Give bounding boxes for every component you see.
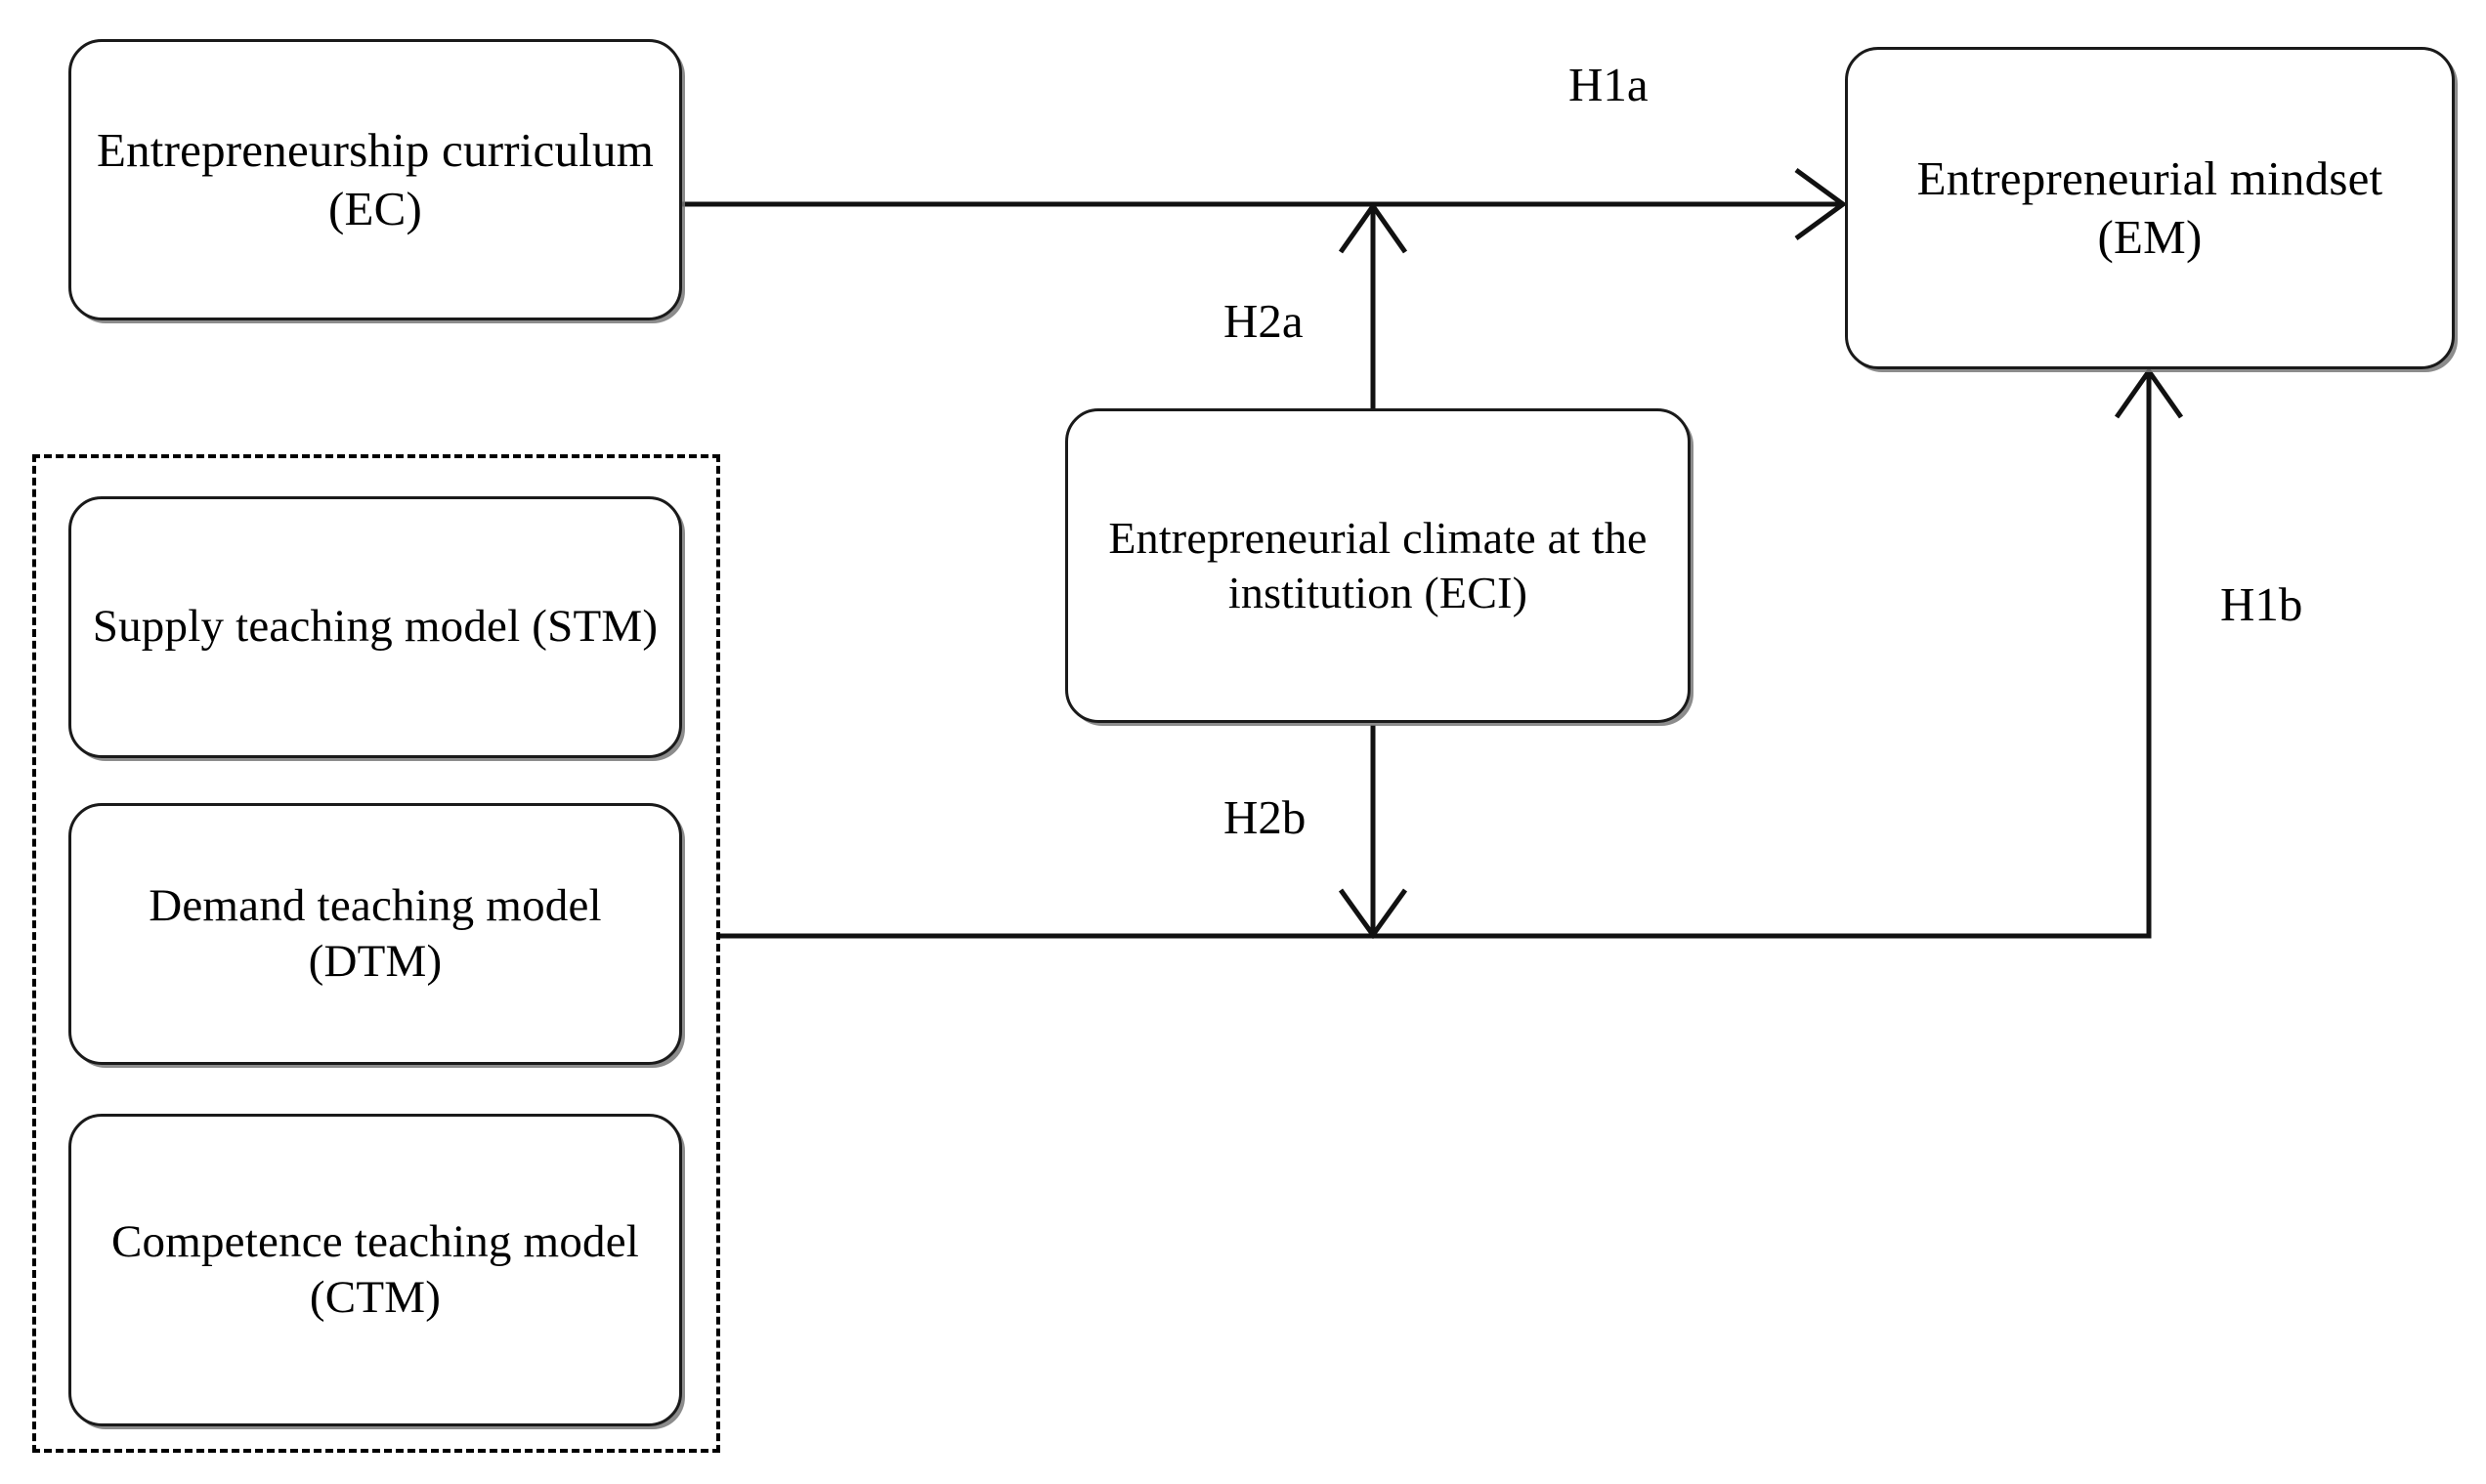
node-label-ec: Entrepreneurship curriculum (EC) [96,123,655,235]
edge-h2a-arrowhead [1338,201,1408,254]
node-label-eci: Entrepreneurial climate at the instituti… [1108,512,1648,617]
node-label-stm: Supply teaching model (STM) [92,601,659,653]
edge-label-h2b: H2b [1223,790,1307,844]
node-label-dtm: Demand teaching model (DTM) [149,879,602,987]
edge-h1b-line [720,373,2152,939]
edge-label-h1a: H1a [1568,58,1649,111]
node-entrepreneurial-climate-institution[interactable]: Entrepreneurial climate at the instituti… [1065,408,1691,723]
edge-h1b-arrowhead [2114,366,2184,419]
edge-label-h1b: H1b [2220,577,2303,631]
edge-label-h2a: H2a [1223,294,1304,348]
node-supply-teaching-model[interactable]: Supply teaching model (STM) [68,496,682,758]
node-entrepreneurial-mindset[interactable]: Entrepreneurial mindset (EM) [1845,47,2455,369]
node-entrepreneurship-curriculum[interactable]: Entrepreneurship curriculum (EC) [68,39,682,320]
node-label-ctm: Competence teaching model (CTM) [110,1215,640,1323]
node-competence-teaching-model[interactable]: Competence teaching model (CTM) [68,1114,682,1426]
edge-h1a-arrowhead [1794,167,1848,241]
node-label-em: Entrepreneurial mindset (EM) [1916,151,2383,264]
node-demand-teaching-model[interactable]: Demand teaching model (DTM) [68,803,682,1065]
